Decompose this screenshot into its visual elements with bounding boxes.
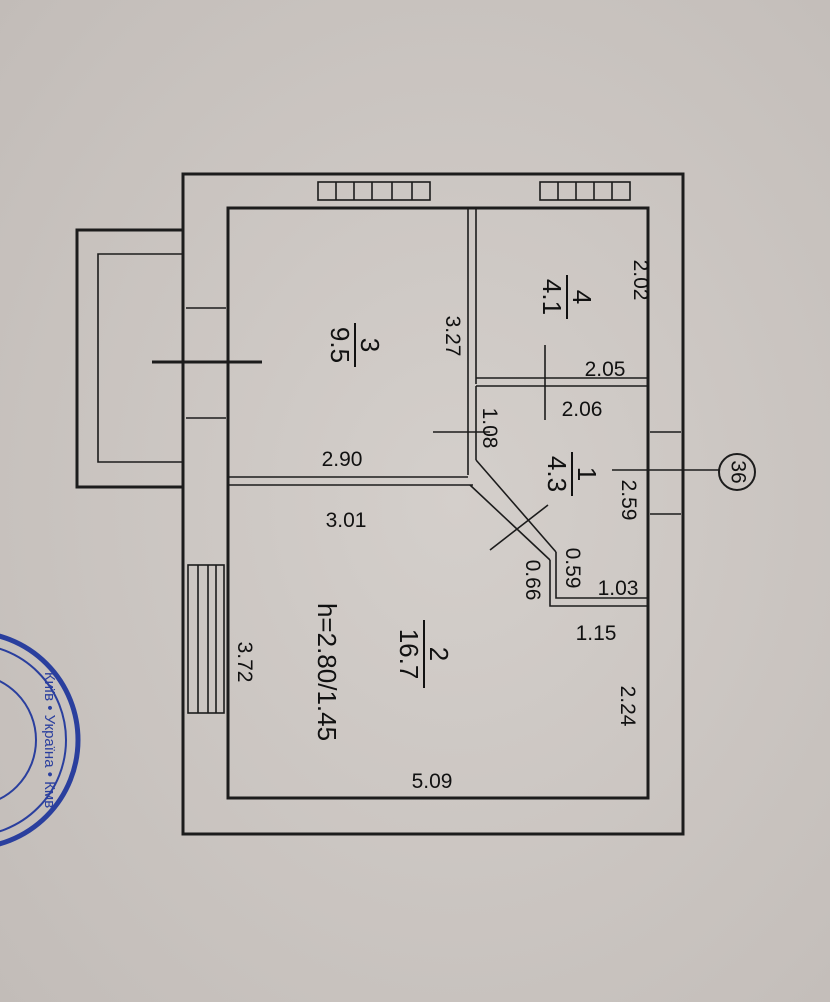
window-top-left [317, 181, 431, 201]
dim-diagonal: 0.66 [521, 560, 544, 601]
room-3-label: 3 9.5 [325, 323, 385, 367]
dim-step-height: 0.59 [561, 548, 584, 589]
dim-hall-height: 2.59 [617, 480, 640, 521]
interior-partitions [228, 208, 648, 607]
dim-room3-height: 3.27 [441, 316, 464, 357]
room-4-label: 4 4.1 [537, 275, 597, 319]
room-4-area: 4.1 [537, 279, 567, 315]
dim-room2-right-height: 2.24 [616, 686, 639, 727]
room-2-label: 2 16.7 [394, 620, 454, 688]
stamp-text: Київ • Україна • Кмв [41, 672, 58, 808]
dim-room4-width: 2.05 [585, 358, 626, 381]
marker-label: 36 [726, 460, 749, 483]
section-marker: 36 [718, 453, 756, 491]
room-1-label: 1 4.3 [542, 452, 602, 496]
dim-room2-right-top: 1.15 [576, 622, 617, 645]
dim-room3-width: 2.90 [322, 448, 363, 471]
section-lines [433, 345, 720, 551]
ceiling-height-label: h=2.80/1.45 [312, 603, 342, 741]
room-2-area: 16.7 [394, 629, 424, 680]
dim-room2-bottom-width: 5.09 [412, 770, 453, 793]
left-wall-openings [186, 307, 226, 419]
room-4-number: 4 [567, 290, 597, 304]
dim-step-width: 1.03 [598, 577, 639, 600]
dim-hall-door: 1.08 [478, 408, 501, 449]
dim-room2-left-height: 3.72 [233, 642, 256, 683]
dim-room2-top-width: 3.01 [326, 509, 367, 532]
room-2-number: 2 [424, 647, 454, 661]
official-stamp: Київ • Україна • Кмв [0, 633, 81, 847]
room-1-area: 4.3 [542, 456, 572, 492]
marker-circle [718, 453, 756, 491]
right-wall-opening [650, 431, 681, 515]
outer-wall-outline [181, 172, 685, 836]
inner-wall-outline [226, 206, 650, 800]
dim-hall-width: 2.06 [562, 398, 603, 421]
room-3-area: 9.5 [325, 327, 355, 363]
window-top-right [539, 181, 631, 201]
window-left [187, 564, 225, 714]
dim-room4-height: 2.02 [629, 260, 652, 301]
balcony [75, 228, 262, 489]
room-3-number: 3 [355, 338, 385, 352]
room-1-number: 1 [572, 467, 602, 481]
